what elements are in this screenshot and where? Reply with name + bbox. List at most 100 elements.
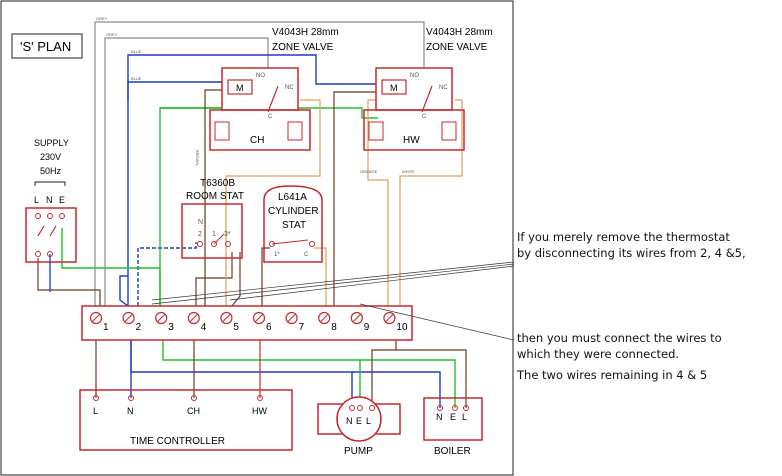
brown-wire-cylstat-6 [261, 247, 270, 306]
tc-title: TIME CONTROLLER [130, 436, 225, 447]
hw-valve-switch [421, 85, 433, 113]
terminal-4-slot [189, 314, 198, 322]
supply-l-switch [37, 225, 45, 237]
tc-l-terminal [93, 395, 99, 401]
ch-valve-motor [227, 79, 253, 95]
ch-valve-body [209, 109, 311, 151]
brown-wire-pump-l [371, 349, 396, 408]
wire-label-grey-1: GREY [96, 16, 108, 21]
terminal-6-label: 6 [266, 322, 272, 333]
brown-wire-hw-valve [333, 91, 378, 306]
annotation-line-4: which they were connected. [517, 347, 680, 361]
annotation-line-3: then you must connect the wires to [517, 331, 722, 345]
supply-l-out [35, 251, 41, 257]
tc-ch-terminal [191, 395, 197, 401]
room-stat-switch [213, 233, 225, 245]
pump-l: L [366, 416, 371, 426]
supply-n-switch [49, 225, 57, 237]
blue-wire-boiler [352, 371, 441, 408]
terminal-9-label: 9 [364, 322, 370, 333]
terminal-10-slot [385, 314, 394, 322]
terminal-7-slot [287, 314, 296, 322]
room-stat-n: N [198, 219, 203, 226]
supply-bracket [34, 181, 66, 186]
supply-title: SUPPLY [34, 138, 69, 148]
wire-label-blue-1: BLUE [131, 49, 142, 54]
room-stat-t2: 2 [198, 231, 202, 238]
terminal-3-slot [157, 314, 166, 322]
ch-valve-c: C [268, 114, 273, 120]
terminal-4-label: 4 [201, 322, 207, 333]
cyl-stat-name2: STAT [282, 220, 306, 231]
hw-valve-m: M [390, 83, 398, 93]
pump-l-terminal [369, 405, 375, 411]
blue-wire-hw [127, 54, 378, 306]
plan-title-box [11, 33, 83, 59]
cyl-stat-switch [271, 239, 309, 245]
annotation-line-5: The two wires remaining in 4 & 5 [517, 368, 708, 382]
ch-valve-model: V4043H 28mm [272, 27, 339, 38]
blue-wire-supply [119, 275, 129, 307]
hw-valve-nc: NC [439, 85, 448, 91]
orange-wire-ch [225, 99, 321, 306]
annotation-line-1: If you merely remove the thermostat [517, 230, 730, 244]
ch-valve-nc: NC [285, 85, 294, 91]
room-stat-t1: 1 [212, 231, 216, 238]
hw-valve-name: ZONE VALVE [426, 42, 488, 53]
supply-l-terminal [35, 213, 41, 219]
hw-valve-c: C [422, 114, 427, 120]
cyl-stat-t1: 1* [274, 252, 280, 258]
cyl-stat-body [263, 185, 323, 263]
supply-e: E [59, 195, 65, 205]
terminal-8-slot [320, 314, 329, 322]
tc-hw-label: HW [252, 406, 267, 416]
room-stat-t3: 3* [224, 231, 231, 238]
hw-valve-label: HW [403, 135, 420, 146]
brown-wire-roomstat-5 [231, 252, 241, 307]
plan-title: 'S' PLAN [20, 39, 71, 54]
supply-n: N [46, 195, 53, 205]
supply-e-terminal [59, 213, 65, 219]
ch-valve-port-right [287, 121, 303, 141]
terminal-2-slot [124, 314, 133, 322]
hw-valve-model: V4043H 28mm [426, 27, 493, 38]
wire-label-orange: ORANGE [360, 169, 378, 174]
ch-valve-m: M [236, 83, 244, 93]
ch-valve-port-left [214, 121, 230, 141]
orange-wire-hw [367, 99, 389, 306]
cyl-stat-c: C [304, 252, 309, 258]
boiler-n: N [436, 412, 443, 422]
wire-label-blue-2: BLUE [131, 76, 142, 81]
terminal-3-label: 3 [168, 322, 174, 333]
boiler-n-terminal [437, 405, 443, 411]
terminal-5-slot [222, 314, 231, 322]
room-stat-term-1 [211, 241, 217, 247]
supply-frequency: 50Hz [40, 166, 62, 176]
terminal-5-label: 5 [233, 322, 239, 333]
boiler-l: L [462, 412, 467, 422]
room-stat-name: ROOM STAT [186, 191, 244, 202]
ch-valve-switch [267, 85, 279, 113]
room-stat-term-2 [197, 241, 203, 247]
tc-n-label: N [127, 406, 134, 416]
ch-valve-no: NO [256, 73, 265, 79]
boiler-e-terminal [452, 405, 458, 411]
terminal-7-label: 7 [299, 322, 305, 333]
annotation-line-2: by disconnecting its wires from 2, 4 &5, [517, 246, 746, 260]
green-wire-boiler [360, 359, 456, 408]
time-controller-box [79, 389, 293, 451]
terminal-2-label: 2 [136, 322, 142, 333]
terminal-6-slot [255, 314, 263, 322]
supply-l: L [34, 195, 39, 205]
pump-title: PUMP [344, 446, 373, 457]
hw-valve-port-left [368, 121, 384, 141]
room-stat-term-3 [225, 241, 231, 247]
room-stat-box [181, 203, 243, 259]
cyl-stat-model: L641A [278, 192, 307, 203]
terminal-8-label: 8 [331, 322, 337, 333]
ch-valve-head [221, 67, 299, 111]
pointer-line-4 [359, 303, 515, 341]
grey-wire-ch [104, 37, 269, 306]
